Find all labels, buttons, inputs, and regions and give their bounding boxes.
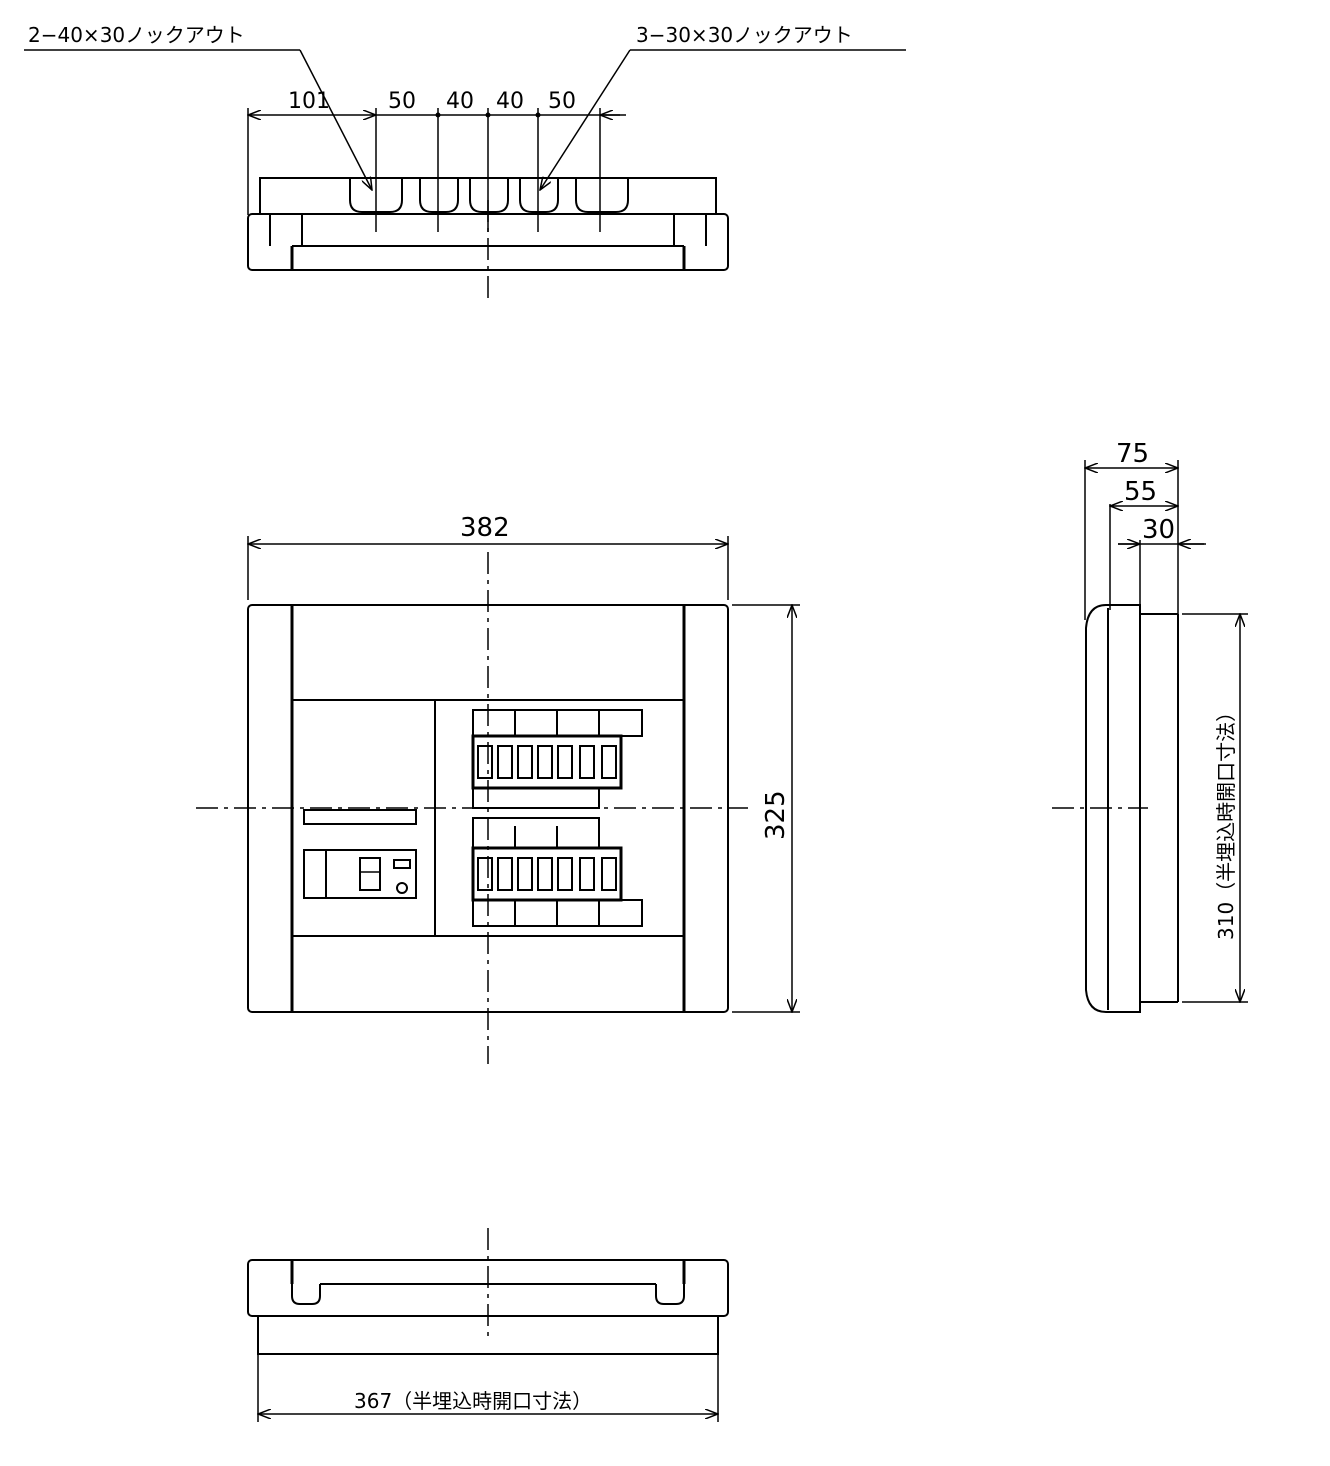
front-view: 382 325: [196, 513, 800, 1064]
top-view: 2−40×30ノックアウト 3−30×30ノックアウト 101 50 40 40…: [24, 23, 906, 302]
dim-40a: 40: [446, 89, 474, 114]
bottom-view: 367（半埋込時開口寸法）: [247, 1228, 729, 1422]
dim-40b: 40: [496, 89, 524, 114]
knockout-right-label: 3−30×30ノックアウト: [636, 23, 853, 47]
front-height-label: 325: [761, 790, 791, 840]
side-depth-55: 55: [1124, 477, 1157, 507]
dim-50b: 50: [548, 89, 576, 114]
side-depth-75: 75: [1116, 439, 1149, 469]
dim-50a: 50: [388, 89, 416, 114]
side-view: 75 55 30 310（半埋込時開口寸法）: [1052, 439, 1248, 1013]
bottom-opening-width-label: 367（半埋込時開口寸法）: [354, 1389, 592, 1413]
knockout-left-label: 2−40×30ノックアウト: [28, 23, 245, 47]
side-opening-height-label: 310（半埋込時開口寸法）: [1214, 702, 1238, 940]
dim-101: 101: [288, 89, 330, 114]
side-depth-30: 30: [1142, 515, 1175, 545]
front-width-label: 382: [460, 513, 510, 543]
